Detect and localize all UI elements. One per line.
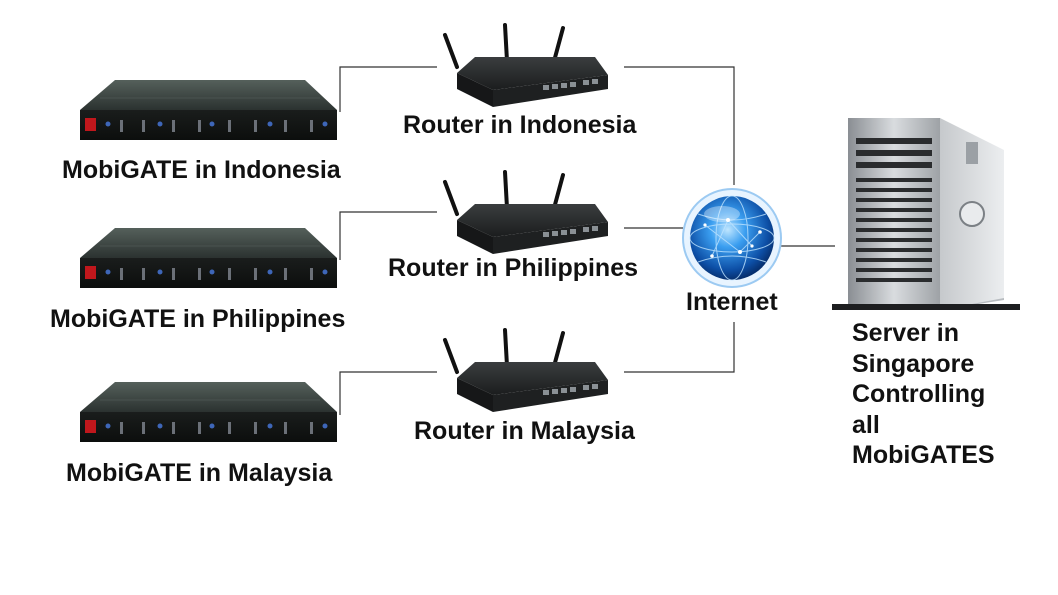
mobigate-philippines-label: MobiGATE in Philippines <box>50 305 346 333</box>
link-mobigate-malaysia-router <box>339 371 437 415</box>
mobigate-device-icon <box>80 228 337 288</box>
router-icon <box>443 170 608 254</box>
router-malaysia-label: Router in Malaysia <box>414 417 635 445</box>
server-label-line: all <box>852 410 880 439</box>
server-label-line: Singapore <box>852 349 975 378</box>
router-indonesia-label: Router in Indonesia <box>403 111 637 139</box>
link-mobigate-philippines-router <box>339 211 437 260</box>
router-icon <box>443 328 608 412</box>
mobigate-device-icon <box>80 80 337 140</box>
router-philippines-label: Router in Philippines <box>388 254 639 282</box>
server-tower-icon <box>832 118 1020 310</box>
router-icon <box>443 23 608 107</box>
mobigate-malaysia-label: MobiGATE in Malaysia <box>66 459 333 487</box>
internet-label: Internet <box>686 288 778 316</box>
server-label: Server in Singapore Controlling all Mobi… <box>852 318 995 471</box>
server-label-line: Controlling <box>852 380 986 408</box>
mobigate-indonesia-label: MobiGATE in Indonesia <box>62 156 341 184</box>
mobigate-device-icon <box>80 382 337 442</box>
server-label-line: MobiGATES <box>852 441 995 469</box>
link-mobigate-indonesia-router <box>339 66 437 112</box>
connection-lines <box>339 66 835 415</box>
globe-icon <box>682 188 782 288</box>
server-label-line: Server in <box>852 319 960 347</box>
link-router-malaysia-internet <box>624 322 735 373</box>
link-router-indonesia-internet <box>624 66 735 185</box>
